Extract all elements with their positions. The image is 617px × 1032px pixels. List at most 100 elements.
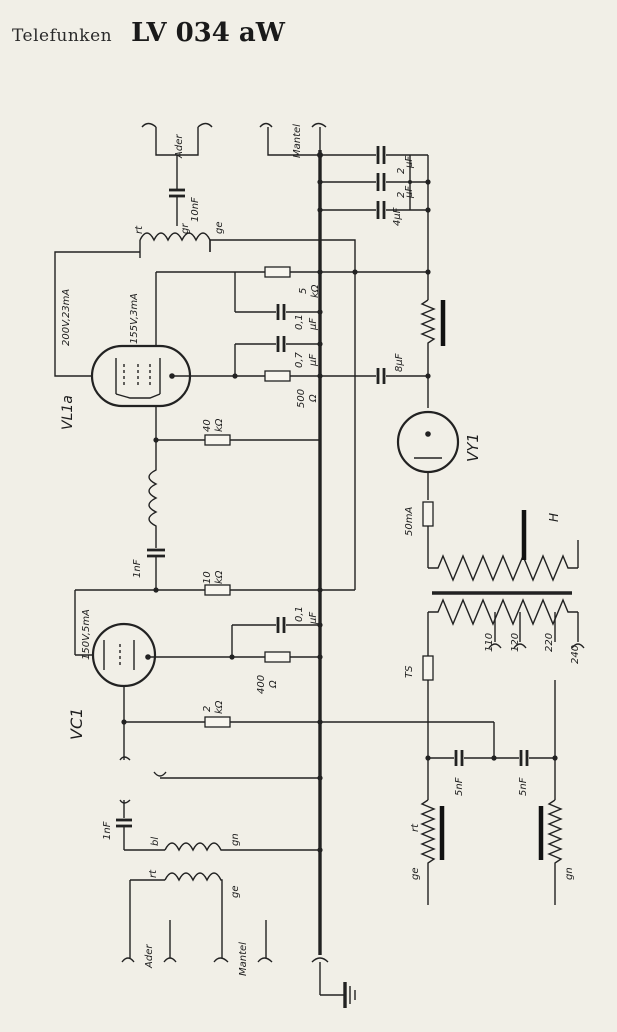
filter-cap-bank	[317, 146, 431, 300]
junction-dot	[317, 587, 323, 593]
r2k-unit: kΩ	[214, 700, 225, 714]
bottom-ader-terminals	[121, 879, 177, 963]
vc1-label: VC1	[67, 708, 86, 740]
input-coil-rt-ge	[164, 872, 223, 920]
junction-dot	[317, 373, 323, 379]
heater-mark: H	[547, 513, 561, 522]
r5k-unit: kΩ	[310, 284, 321, 298]
page-header: Telefunken LV 034 aW	[12, 18, 285, 48]
capacitor-0-1uf-a	[235, 304, 323, 320]
junction-dot	[317, 719, 323, 725]
fuse-ts	[422, 655, 434, 681]
jack-contacts	[119, 752, 323, 818]
coil-rt-label: rt	[134, 225, 145, 234]
earth-ground-symbol	[311, 957, 356, 1008]
r500-value: 500	[296, 389, 307, 408]
model-title: LV 034 aW	[131, 18, 285, 48]
coil-ge-bottom-label: ge	[230, 886, 241, 899]
r40k-value: 40	[202, 419, 213, 432]
junction-dot	[229, 654, 235, 660]
junction-dot	[425, 755, 431, 761]
ader-top-label: Ader	[174, 134, 185, 159]
tube-vy1	[396, 376, 460, 500]
r10k-unit: kΩ	[214, 570, 225, 584]
vl1a-plate-voltage: 200V,23mA	[61, 289, 72, 346]
junction-dot	[317, 269, 323, 275]
tap-220: 220	[544, 633, 555, 652]
ader-bottom-label: Ader	[144, 944, 155, 969]
cap-2-b: 2	[396, 192, 407, 198]
capacitor-0-1uf-b	[231, 617, 323, 657]
vc1-voltage: 150V,5mA	[81, 609, 92, 660]
top-ader-terminals	[141, 122, 213, 190]
mains-choke-right	[547, 799, 563, 905]
coil-ge-label: ge	[214, 222, 225, 235]
r400-unit: Ω	[268, 680, 279, 689]
coil-return-wire	[209, 239, 356, 590]
coil-gn-label: gn	[230, 833, 241, 846]
interstage-choke	[148, 440, 158, 548]
junction-dot	[317, 847, 323, 853]
capacitor-10nf	[169, 188, 185, 226]
r2k-value: 2	[202, 706, 213, 712]
mantel-top-label: Mantel	[292, 124, 303, 158]
junction-dot	[317, 654, 323, 660]
junction-dot	[121, 719, 127, 725]
junction-dot	[232, 373, 238, 379]
capacitor-0-7uf	[234, 336, 323, 376]
choke-rt-label: rt	[410, 823, 421, 832]
input-coil-top	[139, 232, 211, 258]
resistor-400	[264, 651, 291, 663]
r5k-value: 5	[298, 288, 309, 294]
resistor-2k	[204, 716, 231, 728]
fuse-ts-label: TS	[404, 665, 415, 678]
c1nf-a-label: 1nF	[132, 559, 143, 578]
fuse-50ma-label: 50mA	[404, 507, 415, 536]
r400-value: 400	[256, 675, 267, 694]
cap-2-a: 2	[396, 168, 407, 174]
vl1a-screen-voltage: 155V,3mA	[129, 293, 140, 344]
r500-unit: Ω	[308, 394, 319, 403]
capacitor-1nf-a	[147, 548, 165, 590]
c1nf-b-label: 1nF	[102, 821, 113, 840]
tube-vl1a	[90, 344, 192, 408]
resistor-10k	[204, 584, 231, 596]
cap-uf-b: μF	[404, 186, 415, 199]
c01a-value: 0,1	[294, 314, 305, 330]
tap-120: 120	[510, 633, 521, 652]
choke-ge-label: ge	[410, 868, 421, 881]
resistor-5k	[264, 266, 291, 278]
manufacturer-label: Telefunken	[12, 26, 113, 46]
c01b-value: 0,1	[294, 606, 305, 622]
c07-unit: μF	[308, 354, 319, 367]
c01b-unit: μF	[308, 612, 319, 625]
power-transformer	[427, 510, 585, 656]
c07-value: 0,7	[294, 351, 305, 368]
vl1a-label: VL1a	[60, 395, 76, 430]
cap-4uf: 4μF	[392, 207, 403, 226]
junction-dot	[153, 587, 159, 593]
resistor-500	[264, 370, 291, 382]
junction-dot	[352, 269, 358, 275]
capacitor-8uf	[376, 368, 431, 384]
resistor-40k	[204, 434, 231, 446]
c01a-unit: μF	[308, 318, 319, 331]
c5nf-a-label: 5nF	[454, 777, 465, 796]
c5nf-b-label: 5nF	[518, 777, 529, 796]
dropper-resistor	[420, 299, 436, 376]
capacitor-1nf-b	[116, 818, 165, 851]
choke-gn-label: gn	[564, 867, 575, 880]
fuse-50ma	[422, 501, 434, 527]
bottom-mantel-terminals	[213, 920, 273, 963]
junction-dot	[491, 755, 497, 761]
plate-feed-wire	[54, 251, 140, 377]
junction-dot	[425, 269, 431, 275]
c8uf-label: 8μF	[394, 353, 405, 372]
input-coil-bl-gn	[164, 842, 320, 852]
cap-uf-a: μF	[404, 156, 415, 169]
coil-gr-label: gr	[180, 223, 191, 234]
top-mantel-terminals	[259, 122, 327, 156]
coil-bl-label: bl	[150, 837, 161, 846]
cap-10nf-label: 10nF	[190, 197, 201, 222]
